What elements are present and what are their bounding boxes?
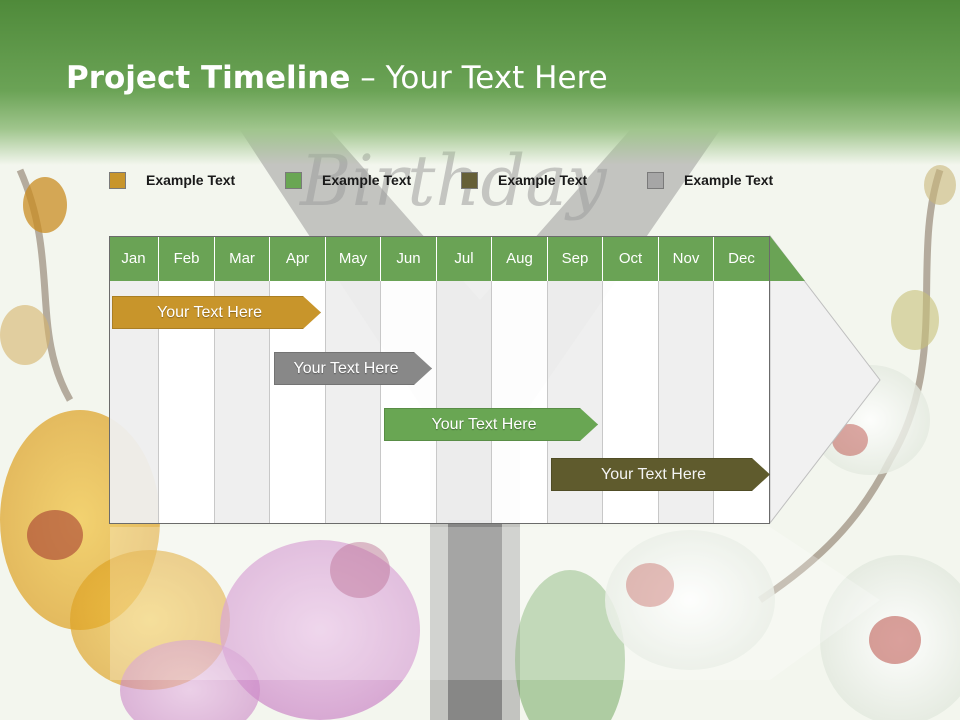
legend-label: Example Text bbox=[146, 172, 236, 188]
legend-swatch bbox=[285, 171, 302, 189]
legend-swatch bbox=[109, 171, 126, 189]
title-rest: – Your Text Here bbox=[350, 60, 608, 96]
legend-item: Example Text bbox=[109, 170, 235, 190]
header-band bbox=[0, 0, 960, 165]
legend-label: Example Text bbox=[498, 172, 588, 188]
legend-label: Example Text bbox=[322, 172, 412, 188]
legend-item: Example Text bbox=[647, 170, 773, 190]
title-bold: Project Timeline bbox=[66, 60, 351, 96]
legend-item: Example Text bbox=[461, 170, 587, 190]
legend-label: Example Text bbox=[684, 172, 774, 188]
legend-item: Example Text bbox=[285, 170, 411, 190]
page-title: Project Timeline – Your Text Here bbox=[66, 60, 608, 96]
legend-swatch bbox=[461, 171, 478, 189]
legend-swatch bbox=[647, 171, 664, 189]
